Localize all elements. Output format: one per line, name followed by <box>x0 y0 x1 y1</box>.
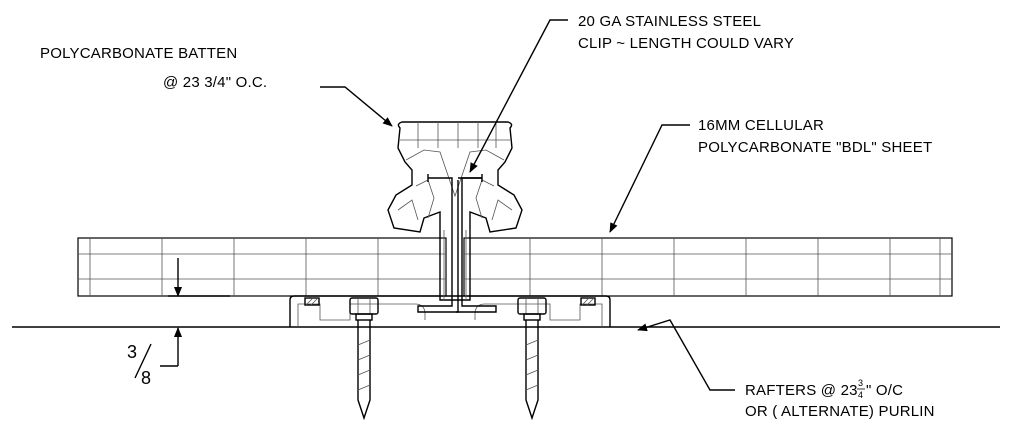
dim-numerator: 3 <box>127 342 137 362</box>
leader-rafters <box>637 319 735 391</box>
leader-batten <box>320 86 393 127</box>
svg-text:3: 3 <box>858 378 863 388</box>
screw-left <box>349 297 379 421</box>
label-rafters-line1: RAFTERS @ 23 3 4 " O/C <box>745 378 903 400</box>
label-clip-line1: 20 GA STAINLESS STEEL <box>578 13 761 30</box>
label-clip-line2: CLIP ~ LENGTH COULD VARY <box>578 35 794 52</box>
screw-right <box>517 297 547 421</box>
label-rafters-line2: OR ( ALTERNATE) PURLIN <box>745 403 935 420</box>
label-sheet-line2: POLYCARBONATE "BDL" SHEET <box>698 139 932 156</box>
leader-sheet <box>609 124 690 233</box>
svg-text:4: 4 <box>858 390 863 400</box>
dimension-3-8: 3 8 <box>127 258 230 388</box>
label-batten-line2: @ 23 3/4" O.C. <box>163 74 267 91</box>
polycarbonate-batten <box>387 121 523 301</box>
leader-clip <box>469 19 568 173</box>
polycarbonate-sheet-left <box>77 237 447 297</box>
label-batten-line1: POLYCARBONATE BATTEN <box>40 45 237 62</box>
svg-text:RAFTERS @ 23: RAFTERS @ 23 <box>745 382 858 399</box>
polycarbonate-sheet-right <box>463 237 953 297</box>
dim-denominator: 8 <box>141 368 151 388</box>
stainless-steel-clip <box>417 174 497 313</box>
label-sheet-line1: 16MM CELLULAR <box>698 117 824 134</box>
svg-text:" O/C: " O/C <box>866 382 903 399</box>
